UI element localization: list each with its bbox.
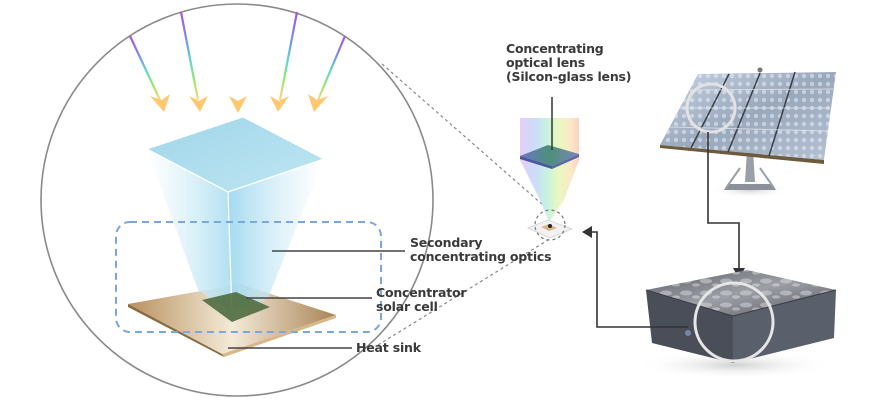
arrowhead-left [582, 226, 592, 238]
panel-zoom-circle [685, 82, 737, 134]
sun-ray [270, 11, 299, 112]
cpv-module [635, 270, 837, 379]
label-lens-line-3: (Silcon-glass lens) [506, 69, 632, 84]
secondary-optics-prism [145, 116, 326, 314]
sun-ray [129, 35, 170, 112]
sun-ray [229, 2, 247, 113]
concentrator-cell [202, 292, 270, 322]
mini-cell-module [526, 209, 574, 241]
optical-lens [520, 145, 579, 169]
optical-lens-assembly [520, 97, 579, 241]
highlight-box [115, 221, 382, 333]
flow-arrow-module-to-cell [590, 231, 688, 328]
label-solar-cell-line-2: solar cell [376, 299, 438, 314]
flow-arrow-panel-to-module [707, 132, 740, 271]
sun-ray [308, 35, 347, 112]
zoom-connector-top [381, 63, 544, 206]
label-secondary-optics-line-2: concentrating optics [410, 249, 552, 264]
label-heat-sink-line-1: Heat sink [356, 340, 421, 355]
sunlight-rays [129, 2, 347, 113]
label-lens-line-2: optical lens [506, 55, 585, 70]
module-zoom-circle [693, 281, 775, 363]
label-heat-sink: Heat sink [356, 341, 421, 355]
sun-ray [179, 11, 208, 112]
solar-tracker-panel [660, 67, 836, 198]
label-solar-cell-line-1: Concentrator [376, 285, 467, 300]
label-lens-line-1: Concentrating [506, 41, 604, 56]
label-secondary-optics-line-1: Secondary [410, 235, 483, 250]
label-lens: Concentrating optical lens (Silcon-glass… [506, 42, 631, 84]
label-secondary-optics: Secondary concentrating optics [410, 235, 552, 264]
label-solar-cell: Concentrator solar cell [376, 285, 467, 314]
